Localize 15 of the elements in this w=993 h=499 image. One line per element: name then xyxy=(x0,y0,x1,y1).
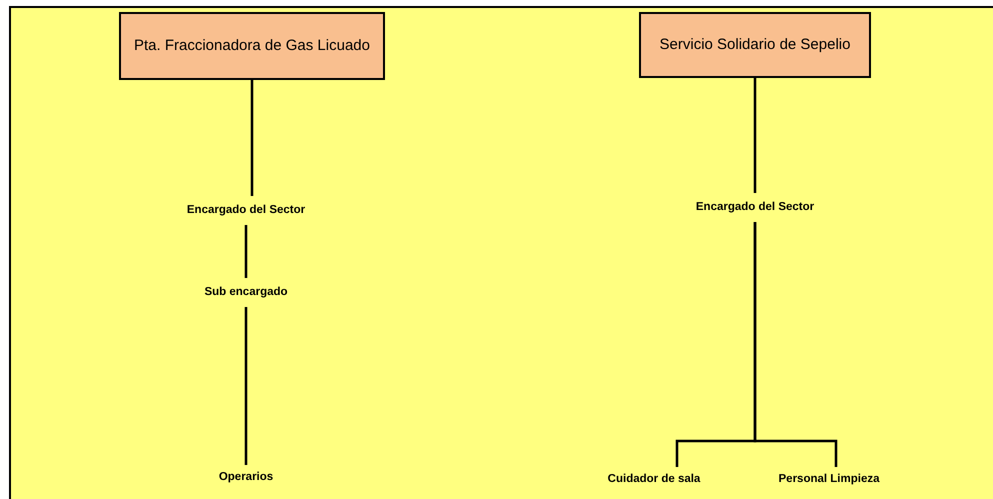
connector-line xyxy=(244,307,248,465)
connector-line xyxy=(754,78,756,193)
connector-line xyxy=(244,225,248,278)
connector-line xyxy=(250,80,254,196)
role-label: Sub encargado xyxy=(204,286,288,298)
unit-box xyxy=(119,12,385,80)
role-label: Cuidador de sala xyxy=(608,473,700,485)
unit-title: Servicio Solidario de Sepelio xyxy=(660,36,850,54)
role-label: Encargado del Sector xyxy=(696,201,814,213)
connector-line xyxy=(754,222,838,467)
role-label: Encargado del Sector xyxy=(186,204,306,216)
role-label: Personal Limpieza xyxy=(778,473,880,485)
unit-box xyxy=(639,12,871,78)
unit-title: Pta. Fraccionadora de Gas Licuado xyxy=(134,37,370,55)
role-label: Operarios xyxy=(218,471,274,483)
